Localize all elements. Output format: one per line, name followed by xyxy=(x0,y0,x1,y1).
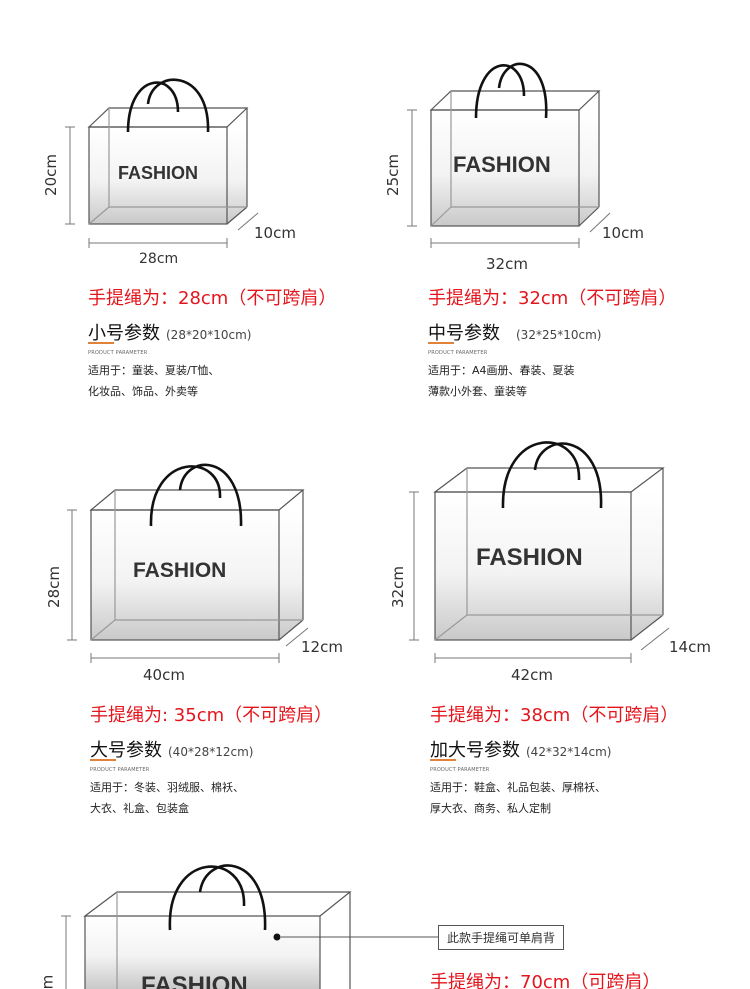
use-line-1: 适用于：鞋盒、礼品包装、厚棉袄、 xyxy=(430,781,606,794)
use-line-2: 厚大衣、商务、私人定制 xyxy=(430,802,551,815)
param-label: PRODUCT PARAMETER xyxy=(90,767,150,773)
param-label: PRODUCT PARAMETER xyxy=(88,350,148,356)
title-underline xyxy=(428,342,454,344)
title-underline xyxy=(90,759,116,761)
title-underline xyxy=(430,759,456,761)
size-spec: (40*28*12cm) xyxy=(168,745,254,759)
bag-brand-small: FASHION xyxy=(118,163,199,183)
bag-xlarge-drawing xyxy=(409,441,670,663)
size-title-small: 小号参数 (28*20*10cm) xyxy=(88,319,251,345)
use-line-1: 适用于：冬装、羽绒服、棉袄、 xyxy=(90,781,244,794)
size-spec: (32*25*10cm) xyxy=(516,328,602,342)
size-spec: (42*32*14cm) xyxy=(526,745,612,759)
height-dim-xlarge: 32cm xyxy=(388,566,407,608)
height-dim-medium: 25cm xyxy=(383,154,402,196)
rope-length-shoulder: 手提绳为：70cm（可跨肩） xyxy=(430,972,661,989)
title-underline xyxy=(88,342,114,344)
size-title-medium: 中号参数 (32*25*10cm) xyxy=(428,319,601,345)
use-line-2: 薄款小外套、童装等 xyxy=(428,385,527,398)
depth-dim-xlarge: 14cm xyxy=(669,638,711,656)
bag-brand-large: FASHION xyxy=(133,559,227,582)
bag-large-drawing xyxy=(67,463,309,663)
height-dim-small: 20cm xyxy=(41,154,60,196)
depth-dim-medium: 10cm xyxy=(602,224,644,242)
use-line-1: 适用于：童装、夏装/T恤、 xyxy=(88,364,220,377)
size-spec: (28*20*10cm) xyxy=(166,328,252,342)
bag-brand-medium: FASHION xyxy=(453,152,551,177)
size-title-large: 大号参数 (40*28*12cm) xyxy=(90,736,253,762)
width-dim-small: 28cm xyxy=(139,251,179,267)
use-line-2: 化妆品、饰品、外卖等 xyxy=(88,385,198,398)
height-dim-shoulder: m xyxy=(38,974,57,989)
param-label: PRODUCT PARAMETER xyxy=(428,350,488,356)
rope-length-large: 手提绳为: 35cm（不可跨肩） xyxy=(90,705,333,726)
size-name: 中号参数 xyxy=(428,323,500,344)
bag-medium-drawing xyxy=(407,62,611,248)
shoulder-note: 此款手提绳可单肩背 xyxy=(438,925,565,950)
size-name: 大号参数 xyxy=(90,740,162,761)
size-name: 加大号参数 xyxy=(430,740,520,761)
height-dim-large: 28cm xyxy=(44,566,63,608)
rope-length-small: 手提绳为：28cm（不可跨肩） xyxy=(88,288,337,309)
use-line-2: 大衣、礼盒、包装盒 xyxy=(90,802,189,815)
rope-length-medium: 手提绳为：32cm（不可跨肩） xyxy=(428,288,677,309)
size-name: 小号参数 xyxy=(88,323,160,344)
depth-dim-large: 12cm xyxy=(301,638,343,656)
bag-shoulder-drawing xyxy=(61,864,438,989)
param-label: PRODUCT PARAMETER xyxy=(430,767,490,773)
bag-small-drawing xyxy=(65,78,259,248)
depth-dim-small: 10cm xyxy=(254,224,296,242)
width-dim-medium: 32cm xyxy=(486,255,528,273)
bag-brand-xlarge: FASHION xyxy=(476,544,583,571)
width-dim-large: 40cm xyxy=(143,666,185,684)
size-title-xlarge: 加大号参数 (42*32*14cm) xyxy=(430,736,611,762)
width-dim-xlarge: 42cm xyxy=(511,666,553,684)
use-line-1: 适用于：A4画册、春装、夏装 xyxy=(428,364,575,377)
bag-brand-shoulder: FASHION xyxy=(141,972,248,989)
rope-length-xlarge: 手提绳为：38cm（不可跨肩） xyxy=(430,705,679,726)
